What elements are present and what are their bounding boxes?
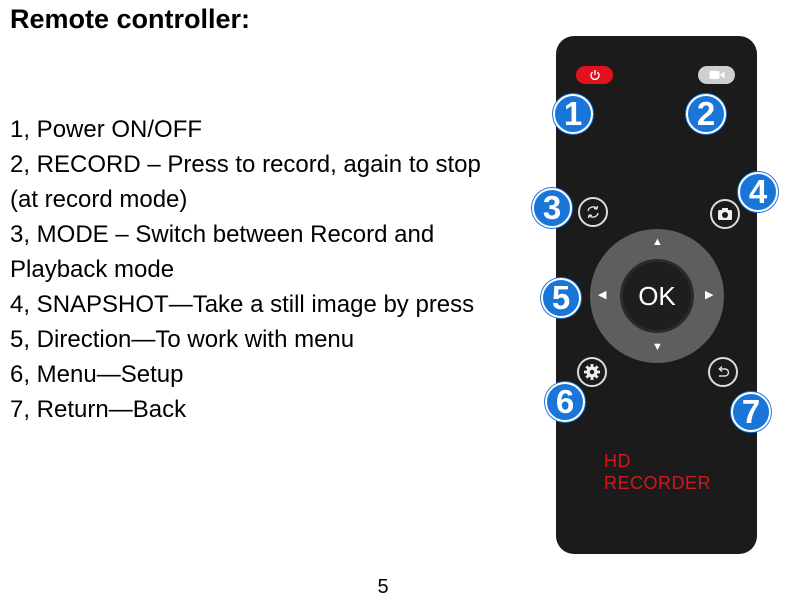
record-button [698,66,735,84]
mode-cycle-icon [587,205,599,219]
power-button [576,66,613,84]
left-arrow-icon: ◀ [598,289,607,301]
video-camera-icon [709,71,724,79]
brand-line-hd: HD [604,451,631,471]
right-arrow-icon: ▶ [705,289,714,301]
brand-label: HD RECORDER [604,450,711,494]
callout-badge-7: 7 [731,392,771,432]
snapshot-button [710,199,740,229]
camera-icon [718,208,732,220]
callout-badge-6: 6 [545,382,585,422]
instruction-item-direction: 5, Direction—To work with menu [10,326,355,353]
mode-button [578,197,608,227]
power-icon [589,70,600,81]
callout-badge-3: 3 [532,188,572,228]
callout-badge-2: 2 [686,94,726,134]
callout-badge-4: 4 [738,172,778,212]
brand-line-recorder: RECORDER [604,473,712,493]
callout-badge-1: 1 [553,94,593,134]
page-heading: Remote controller: [10,4,251,34]
gear-icon [584,364,600,380]
ok-button: OK [620,259,694,333]
instruction-list: 1, Power ON/OFF 2, RECORD – Press to rec… [10,112,500,427]
instruction-item-mode: 3, MODE – Switch between Record and Play… [10,221,435,283]
instruction-item-power: 1, Power ON/OFF [10,116,203,143]
callout-badge-5: 5 [541,278,581,318]
instruction-item-record: 2, RECORD – Press to record, again to st… [10,151,481,213]
return-icon [718,365,730,377]
return-button [708,357,738,387]
instruction-item-snapshot: 4, SNAPSHOT—Take a still image by press [10,291,475,318]
up-arrow-icon: ▲ [652,236,663,248]
down-arrow-icon: ▼ [652,341,663,353]
instruction-item-return: 7, Return—Back [10,396,187,423]
menu-button [577,357,607,387]
instruction-item-menu: 6, Menu—Setup [10,361,184,388]
page-number: 5 [377,576,389,598]
